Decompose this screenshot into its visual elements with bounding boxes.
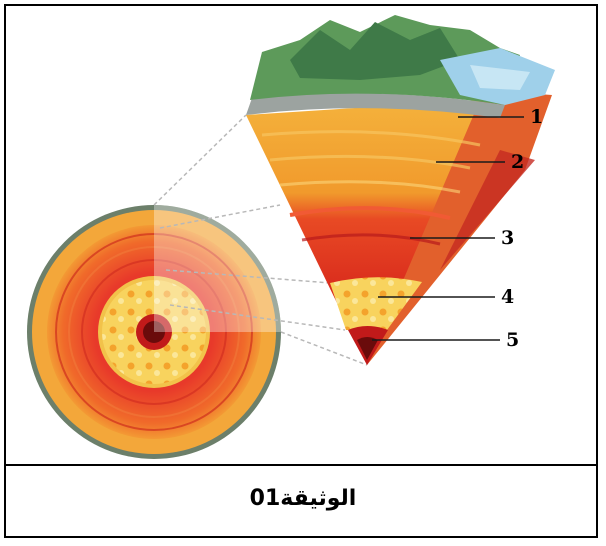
- label-5: 5: [506, 329, 520, 351]
- document-frame: [4, 4, 598, 538]
- label-3: 3: [501, 227, 515, 249]
- surface-landscape: [250, 15, 555, 105]
- earth-globe: [27, 205, 281, 459]
- document-caption: الوثيقة01: [249, 486, 357, 511]
- caption-divider: [4, 464, 598, 466]
- label-4: 4: [501, 286, 515, 308]
- projection-lines: [153, 114, 368, 366]
- pointer-lines: [372, 116, 524, 341]
- label-2: 2: [511, 151, 525, 173]
- label-1: 1: [530, 106, 544, 128]
